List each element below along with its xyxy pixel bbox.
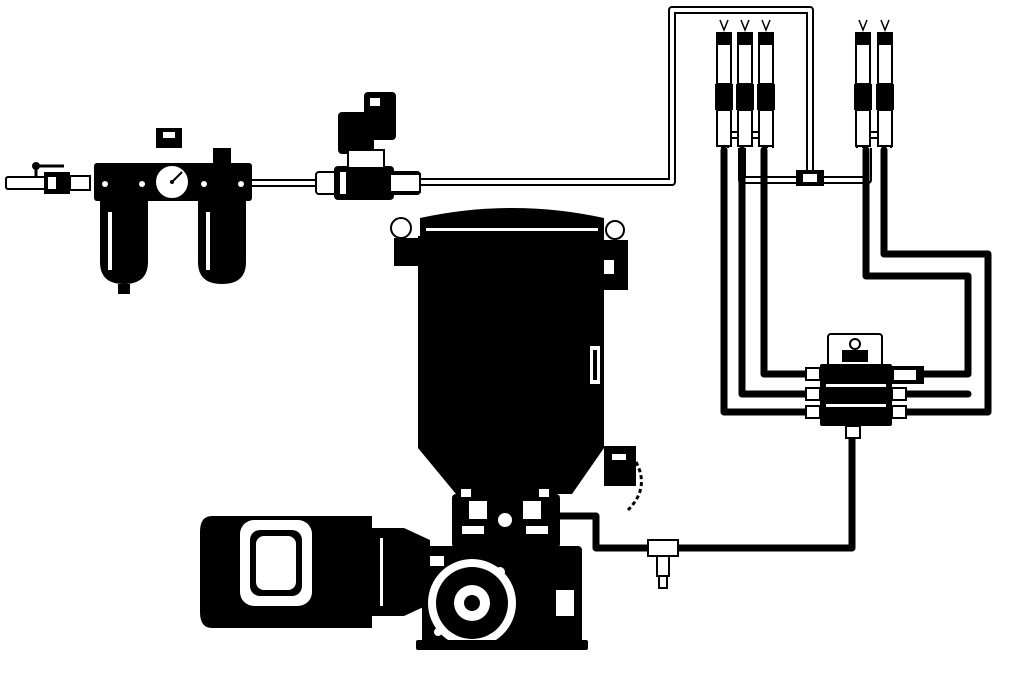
air-inlet-valve-icon	[5, 162, 91, 194]
gearbox-icon	[416, 546, 588, 650]
spray-nozzle-icon	[715, 19, 894, 147]
solenoid-valve-icon	[315, 92, 421, 200]
air-pipe-icon	[250, 6, 892, 187]
tee-fitting-icon	[647, 539, 679, 589]
electric-motor-icon	[200, 516, 430, 628]
pump-element-icon	[452, 487, 560, 548]
filter-regulator-lubricator-icon	[94, 128, 252, 294]
lubrication-hose-icon	[556, 146, 992, 552]
progressive-distributor-icon	[805, 333, 924, 439]
pressure-gauge-icon	[154, 164, 190, 200]
grease-reservoir-icon	[390, 208, 643, 512]
